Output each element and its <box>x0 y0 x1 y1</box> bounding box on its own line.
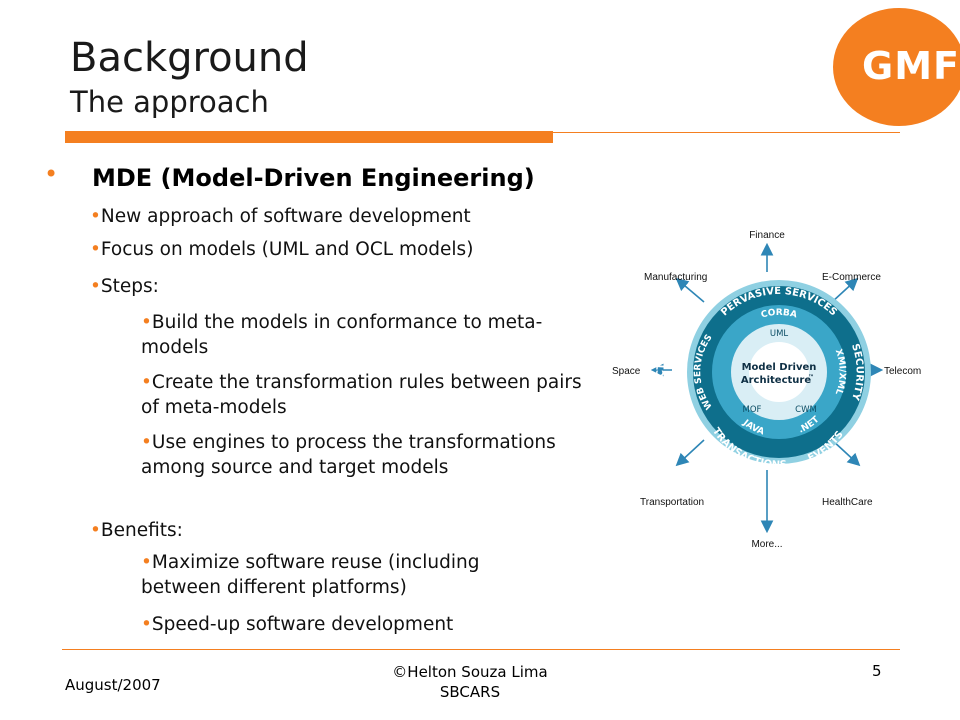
arrow-healthcare <box>831 439 861 467</box>
list-item-text: Create the transformation rules between … <box>141 372 582 418</box>
trademark: ™ <box>808 374 814 381</box>
spoke-healthcare: HealthCare <box>822 497 873 508</box>
bullet-icon: • <box>141 312 152 333</box>
spoke-arrows <box>650 242 884 534</box>
bullet-icon: • <box>141 552 152 573</box>
bullet-icon: • <box>90 520 101 541</box>
ring-label: CORBA <box>760 308 798 321</box>
ring-label: DIRECTORY <box>655 337 672 405</box>
spoke-space: Space <box>612 366 641 377</box>
list-item: •Build the models in conformance to meta… <box>141 310 551 360</box>
list-item: •Benefits: <box>90 518 590 543</box>
list-item-text: Benefits: <box>100 520 183 541</box>
footer-rule <box>62 649 900 650</box>
list-item-text: Build the models in conformance to meta-… <box>141 312 543 358</box>
list-item: •Create the transformation rules between… <box>141 370 601 420</box>
footer-event: SBCARS <box>439 683 501 701</box>
spoke-ecommerce: E-Commerce <box>822 272 881 283</box>
spoke-finance: Finance <box>749 230 785 241</box>
bullet-icon: • <box>44 160 59 188</box>
core-line1: Model Driven <box>742 362 817 373</box>
bullet-icon: • <box>141 432 152 453</box>
list-item: •Speed-up software development <box>141 612 601 637</box>
spoke-more: More... <box>751 539 782 550</box>
arrow-manufacturing <box>675 277 705 303</box>
slide-title: Background <box>70 35 309 81</box>
list-item: •Maximize software reuse (including betw… <box>141 550 551 600</box>
page-number: 5 <box>872 662 882 680</box>
list-item: •Use engines to process the transformati… <box>141 430 601 480</box>
bullet-icon: • <box>90 239 101 260</box>
title-underline <box>65 131 553 143</box>
title-rule-thin <box>553 132 900 133</box>
gmf-logo <box>833 8 960 126</box>
bullet-icon: • <box>90 206 101 227</box>
cwm-label: CWM <box>795 405 817 415</box>
list-item-text: New approach of software development <box>100 206 471 227</box>
list-item: •Focus on models (UML and OCL models) <box>90 237 590 262</box>
arrow-ecommerce <box>831 277 859 303</box>
directory-label: DIRECTORY <box>655 337 672 405</box>
arrow-transportation <box>675 439 705 467</box>
ring-label: XMI/XML <box>833 348 847 396</box>
core-line2: Architecture <box>741 375 811 386</box>
list-item: •New approach of software development <box>90 204 590 229</box>
footer-credit: ©Helton Souza Lima SBCARS <box>360 662 580 702</box>
mof-label: MOF <box>743 405 762 415</box>
mda-diagram: PERVASIVE SERVICES SECURITY TRANSACTIONS… <box>612 230 921 550</box>
xmi-label: XMI/XML <box>833 348 847 396</box>
footer-author: ©Helton Souza Lima <box>392 663 548 681</box>
list-item-text: Focus on models (UML and OCL models) <box>100 239 474 260</box>
bullet-icon: • <box>90 276 101 297</box>
list-item-text: Steps: <box>100 276 159 297</box>
gmf-logo-text: GMF <box>862 44 960 88</box>
list-item-text: Maximize software reuse (including betwe… <box>141 552 480 598</box>
list-item-text: Use engines to process the transformatio… <box>141 432 556 478</box>
list-item: •Steps: <box>90 274 590 299</box>
footer-date: August/2007 <box>65 676 161 694</box>
spoke-telecom: Telecom <box>884 366 921 377</box>
spoke-manufacturing: Manufacturing <box>644 272 707 283</box>
uml-label: UML <box>770 329 789 339</box>
main-bullet: MDE (Model-Driven Engineering) <box>92 164 535 192</box>
bullet-icon: • <box>141 614 152 635</box>
spoke-transportation: Transportation <box>640 497 704 508</box>
bullet-icon: • <box>141 372 152 393</box>
slide-subtitle: The approach <box>70 85 269 119</box>
core-circle <box>749 342 809 402</box>
list-item-text: Speed-up software development <box>151 614 454 635</box>
corba-label: CORBA <box>760 308 798 321</box>
